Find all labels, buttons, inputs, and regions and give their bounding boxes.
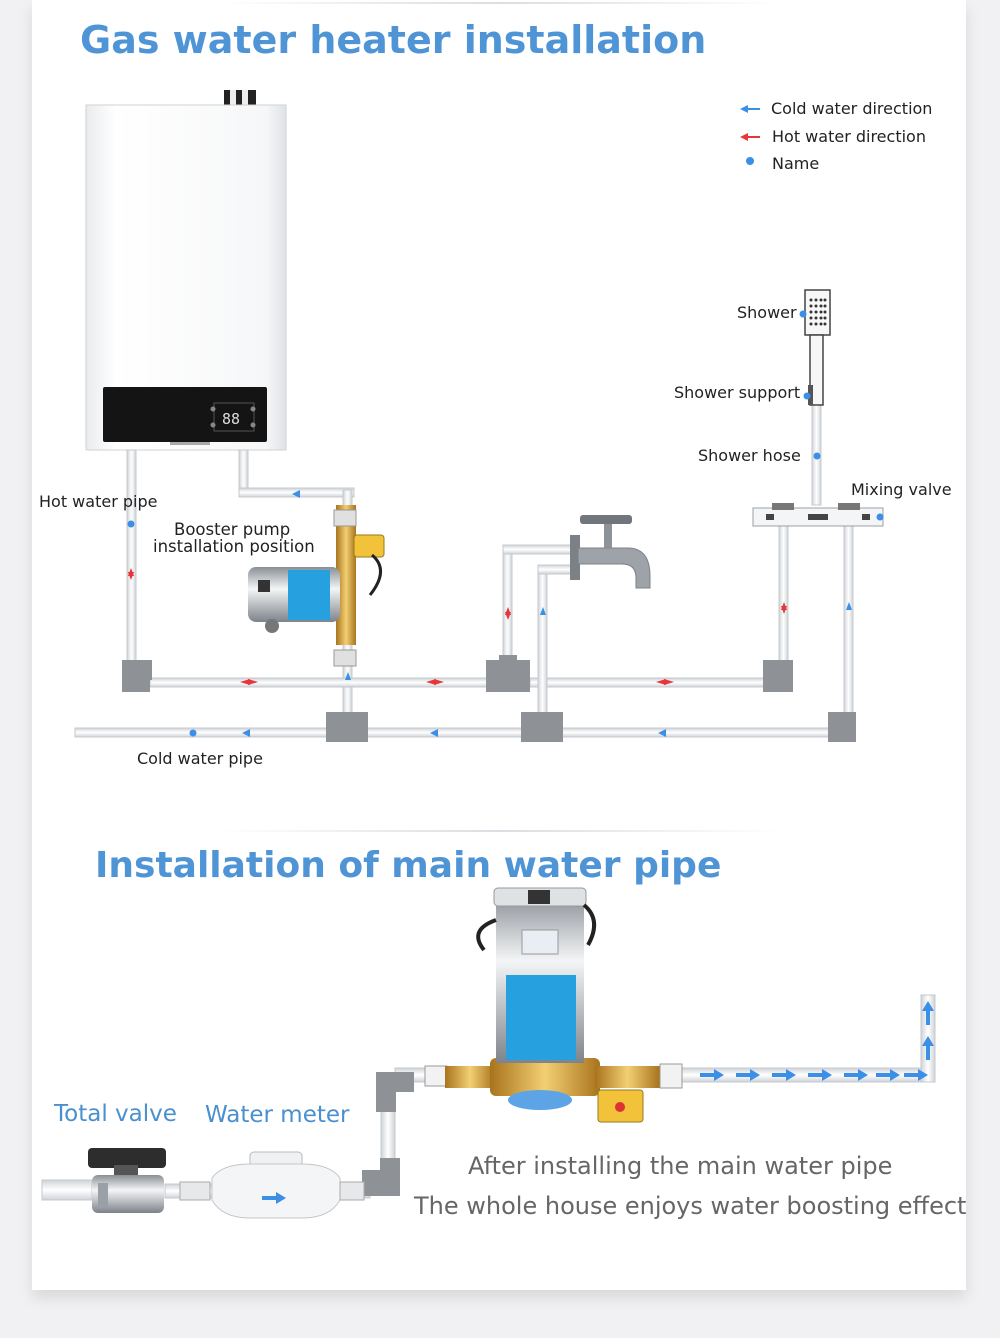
legend-hot-arrow-icon	[740, 133, 760, 141]
total-valve-label: Total valve	[54, 1101, 177, 1127]
legend-name-dot-icon	[746, 157, 754, 165]
legend-cold-label: Cold water direction	[771, 99, 933, 118]
gas-heater-diagram: 88	[74, 90, 884, 742]
faucet	[570, 515, 651, 589]
booster-pump-label-line1: Booster pump	[174, 520, 291, 539]
shower-head	[804, 289, 831, 406]
water-meter	[179, 1151, 365, 1219]
cold-water-pipe-label: Cold water pipe	[137, 749, 263, 768]
mixing-valve	[752, 503, 884, 527]
section1-title: Gas water heater installation	[80, 18, 707, 62]
legend-name-label: Name	[772, 154, 820, 173]
main-booster-pump	[424, 887, 683, 1123]
shower-hose-label: Shower hose	[698, 446, 801, 465]
shower-label: Shower	[737, 303, 797, 322]
total-valve	[88, 1148, 166, 1213]
mixing-valve-label: Mixing valve	[851, 480, 952, 499]
shower-support-label: Shower support	[674, 383, 801, 402]
gas-water-heater: 88	[85, 90, 287, 451]
main-flow-arrows	[700, 1001, 934, 1081]
heater-display-digits: 88	[222, 410, 240, 428]
flow-arrows	[128, 490, 852, 737]
name-dots	[127, 310, 884, 737]
caption-line1: After installing the main water pipe	[468, 1152, 893, 1180]
booster-pump	[248, 505, 385, 667]
legend-cold-arrow-icon	[740, 105, 760, 113]
water-meter-label: Water meter	[205, 1102, 350, 1128]
section-divider	[220, 830, 780, 832]
section2-title: Installation of main water pipe	[95, 845, 722, 886]
booster-pump-label-line2: installation position	[153, 537, 315, 556]
top-divider	[220, 2, 780, 4]
legend-hot-label: Hot water direction	[772, 127, 926, 146]
hot-water-pipe-label: Hot water pipe	[39, 492, 158, 511]
caption-line2: The whole house enjoys water boosting ef…	[414, 1192, 967, 1220]
